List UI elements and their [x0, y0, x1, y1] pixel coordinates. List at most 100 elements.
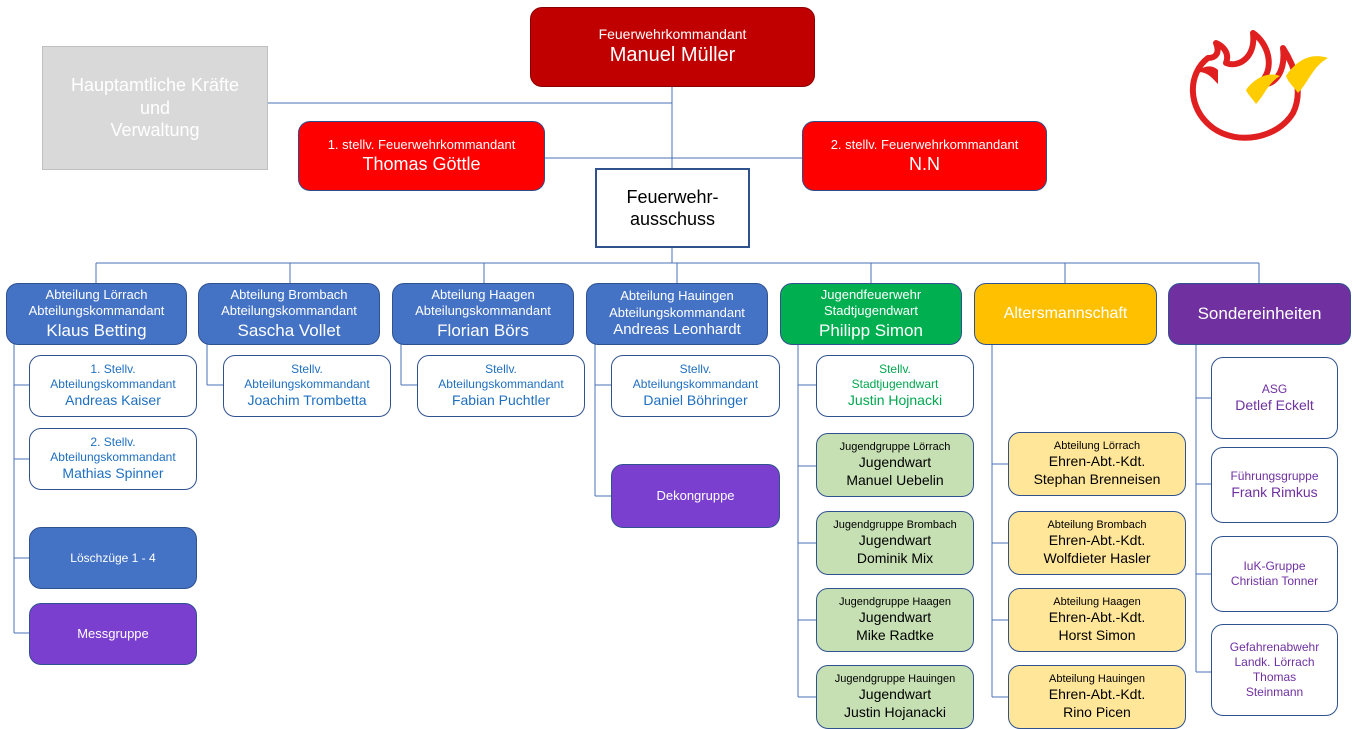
loerrach-head-box: Abteilung Lörrach Abteilungskommandant K… — [6, 283, 187, 345]
sonder-head-label: Sondereinheiten — [1197, 304, 1322, 324]
brombach-head-line1: Abteilung Brombach — [230, 287, 348, 303]
jugend-group-name: Dominik Mix — [856, 549, 934, 566]
alters-group-role: Ehren-Abt.-Kdt. — [1048, 532, 1146, 549]
loerrach-deputy1-line2: Abteilungskommandant — [50, 377, 176, 392]
hauingen-deputy-box: Stellv. Abteilungskommandant Daniel Böhr… — [611, 355, 780, 417]
jugend-group-role: Jugendwart — [858, 532, 932, 549]
sonder-unit-line1: ASG — [1261, 381, 1288, 396]
alters-group-name: Wolfdieter Hasler — [1043, 549, 1151, 566]
sonder-unit-line3: Thomas — [1252, 670, 1297, 684]
alters-group-label: Abteilung Haagen — [1053, 595, 1141, 608]
jugend-group-box: Jugendgruppe Hauingen Jugendwart Justin … — [816, 665, 974, 729]
hauptamt-box: Hauptamtliche Kräfte und Verwaltung — [42, 46, 268, 170]
sonder-unit-line4: Steinmann — [1245, 685, 1304, 699]
jugend-head-box: Jugendfeuerwehr Stadtjugendwart Philipp … — [780, 283, 962, 345]
commander-title: Feuerwehrkommandant — [598, 25, 747, 42]
loerrach-deputy1-box: 1. Stellv. Abteilungskommandant Andreas … — [29, 355, 197, 417]
jugend-head-name: Philipp Simon — [819, 320, 923, 340]
hauingen-deputy-line2: Abteilungskommandant — [632, 377, 759, 392]
jugend-group-label: Jugendgruppe Hauingen — [834, 672, 956, 685]
alters-group-role: Ehren-Abt.-Kdt. — [1048, 453, 1146, 470]
jugend-group-name: Manuel Uebelin — [846, 471, 944, 488]
loeschzuege-box: Löschzüge 1 - 4 — [29, 527, 197, 589]
jugend-group-box: Jugendgruppe Lörrach Jugendwart Manuel U… — [816, 433, 974, 497]
hauingen-deputy-line1: Stellv. — [679, 362, 712, 377]
deputy1-name: Thomas Göttle — [362, 153, 481, 174]
sonder-unit-box: IuK-Gruppe Christian Tonner — [1211, 536, 1338, 612]
deputy2-title: 2. stellv. Feuerwehrkommandant — [830, 136, 1019, 152]
alters-group-role: Ehren-Abt.-Kdt. — [1048, 609, 1146, 626]
jugend-head-line2: Stadtjugendwart — [824, 303, 918, 319]
alters-group-label: Abteilung Brombach — [1047, 518, 1147, 531]
sonder-unit-box: ASG Detlef Eckelt — [1211, 357, 1338, 439]
loerrach-head-name: Klaus Betting — [46, 320, 147, 340]
alters-group-label: Abteilung Hauingen — [1048, 672, 1146, 685]
brombach-head-name: Sascha Vollet — [237, 320, 341, 340]
alters-group-name: Stephan Brenneisen — [1033, 470, 1161, 487]
ausschuss-line1: Feuerwehr- — [626, 186, 719, 207]
loerrach-deputy1-name: Andreas Kaiser — [65, 392, 161, 409]
commander-name: Manuel Müller — [609, 44, 736, 67]
haagen-deputy-line1: Stellv. — [485, 362, 517, 377]
sonder-unit-line2: Frank Rimkus — [1231, 483, 1318, 500]
loerrach-deputy1-line1: 1. Stellv. — [90, 362, 136, 377]
loerrach-head-line2: Abteilungskommandant — [28, 303, 165, 319]
jugend-deputy-name: Justin Hojnacki — [847, 392, 943, 409]
loerrach-deputy2-line1: 2. Stellv. — [90, 435, 136, 450]
jugend-group-role: Jugendwart — [858, 609, 932, 626]
hauingen-deputy-name: Daniel Böhringer — [643, 392, 748, 409]
brombach-deputy-line1: Stellv. — [291, 362, 323, 377]
haagen-deputy-name: Fabian Puchtler — [451, 392, 551, 409]
haagen-head-name: Florian Börs — [437, 320, 529, 340]
ausschuss-line2: ausschuss — [629, 209, 716, 229]
jugend-group-box: Jugendgruppe Brombach Jugendwart Dominik… — [816, 511, 974, 575]
hauptamt-line1: Hauptamtliche Kräfte — [70, 75, 240, 96]
dekongruppe-label: Dekongruppe — [656, 487, 735, 503]
loerrach-deputy2-name: Mathias Spinner — [62, 465, 164, 482]
hauingen-head-line2: Abteilungskommandant — [609, 304, 745, 320]
alters-head-box: Altersmannschaft — [974, 283, 1157, 345]
jugend-head-line1: Jugendfeuerwehr — [820, 287, 922, 303]
jugend-group-name: Mike Radtke — [856, 626, 934, 643]
jugend-group-role: Jugendwart — [858, 686, 932, 703]
brombach-head-box: Abteilung Brombach Abteilungskommandant … — [198, 283, 380, 345]
jugend-group-label: Jugendgruppe Brombach — [833, 518, 957, 531]
hauptamt-line2: und — [139, 97, 171, 118]
haagen-head-box: Abteilung Haagen Abteilungskommandant Fl… — [392, 283, 574, 345]
brombach-deputy-name: Joachim Trombetta — [247, 392, 367, 409]
alters-group-box: Abteilung Haagen Ehren-Abt.-Kdt. Horst S… — [1008, 588, 1186, 652]
sonder-unit-box: Führungsgruppe Frank Rimkus — [1211, 447, 1338, 523]
sonder-unit-line2: Christian Tonner — [1230, 574, 1319, 588]
sonder-unit-box: Gefahrenabwehr Landk. Lörrach Thomas Ste… — [1211, 624, 1338, 716]
hauingen-head-line1: Abteilung Hauingen — [620, 288, 734, 304]
dekongruppe-box: Dekongruppe — [611, 464, 780, 528]
sonder-unit-line1: Gefahrenabwehr — [1229, 640, 1320, 654]
jugend-group-label: Jugendgruppe Lörrach — [839, 440, 951, 453]
sonder-unit-line2: Detlef Eckelt — [1235, 396, 1314, 413]
alters-group-name: Rino Picen — [1063, 703, 1131, 720]
deputy2-name: N.N — [909, 153, 940, 174]
loerrach-deputy2-line2: Abteilungskommandant — [50, 450, 176, 465]
jugend-deputy-line1: Stellv. — [879, 362, 911, 377]
sonder-unit-line1: Führungsgruppe — [1230, 468, 1319, 483]
deputy2-box: 2. stellv. Feuerwehrkommandant N.N — [802, 121, 1047, 191]
deputy1-box: 1. stellv. Feuerwehrkommandant Thomas Gö… — [298, 121, 545, 191]
alters-group-box: Abteilung Brombach Ehren-Abt.-Kdt. Wolfd… — [1008, 511, 1186, 575]
brombach-head-line2: Abteilungskommandant — [221, 303, 357, 319]
sonder-head-box: Sondereinheiten — [1168, 283, 1351, 345]
haagen-head-line2: Abteilungskommandant — [415, 303, 551, 319]
haagen-head-line1: Abteilung Haagen — [431, 287, 535, 303]
loerrach-deputy2-box: 2. Stellv. Abteilungskommandant Mathias … — [29, 428, 197, 490]
jugend-group-role: Jugendwart — [858, 454, 932, 471]
jugend-deputy-line2: Stadtjugendwart — [851, 377, 939, 392]
jugend-group-box: Jugendgruppe Haagen Jugendwart Mike Radt… — [816, 588, 974, 652]
sonder-unit-line2: Landk. Lörrach — [1234, 655, 1315, 669]
deputy1-title: 1. stellv. Feuerwehrkommandant — [327, 136, 516, 152]
flame-logo-icon — [1189, 30, 1328, 141]
haagen-deputy-line2: Abteilungskommandant — [438, 377, 564, 392]
jugend-deputy-box: Stellv. Stadtjugendwart Justin Hojnacki — [816, 355, 974, 417]
alters-group-role: Ehren-Abt.-Kdt. — [1048, 686, 1146, 703]
alters-group-name: Horst Simon — [1058, 626, 1136, 643]
messgruppe-label: Messgruppe — [77, 625, 149, 641]
